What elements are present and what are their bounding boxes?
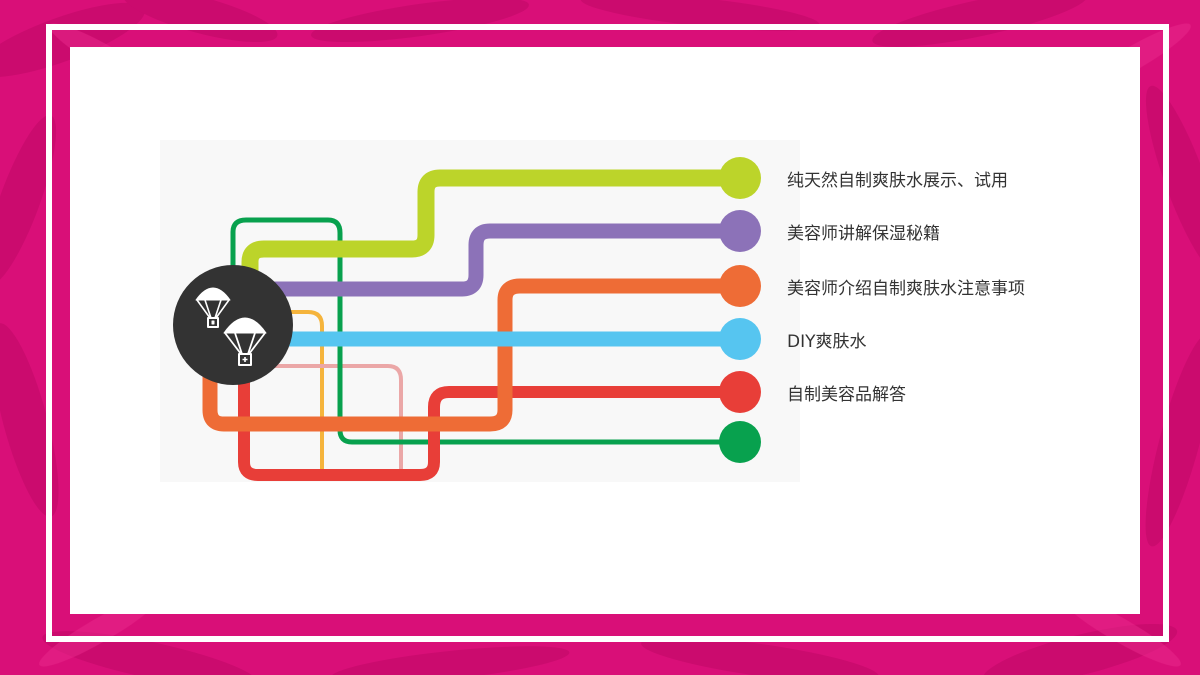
branch-label-2: 美容师讲解保湿秘籍 bbox=[787, 224, 940, 244]
parachute-icon bbox=[195, 287, 267, 366]
endpoint-blue bbox=[719, 318, 761, 360]
line-yellow-thin bbox=[270, 310, 324, 478]
endpoint-orange bbox=[719, 265, 761, 307]
branch-label-5: 自制美容品解答 bbox=[787, 385, 906, 405]
endpoint-red bbox=[719, 371, 761, 413]
branch-label-3: 美容师介绍自制爽肤水注意事项 bbox=[787, 279, 1025, 299]
endpoint-lime bbox=[719, 157, 761, 199]
endpoint-purple bbox=[719, 210, 761, 252]
branch-line-green bbox=[230, 217, 740, 445]
branch-label-1: 纯天然自制爽肤水展示、试用 bbox=[787, 171, 1008, 191]
branch-line-red bbox=[238, 360, 740, 481]
branch-line-orange bbox=[202, 278, 740, 432]
endpoint-green bbox=[719, 421, 761, 463]
branch-label-4: DIY爽肤水 bbox=[787, 332, 867, 352]
branch-line-lime bbox=[241, 169, 740, 280]
line-pink-thin bbox=[270, 364, 403, 478]
outer-frame bbox=[46, 24, 1169, 642]
branch-line-purple bbox=[262, 223, 740, 297]
